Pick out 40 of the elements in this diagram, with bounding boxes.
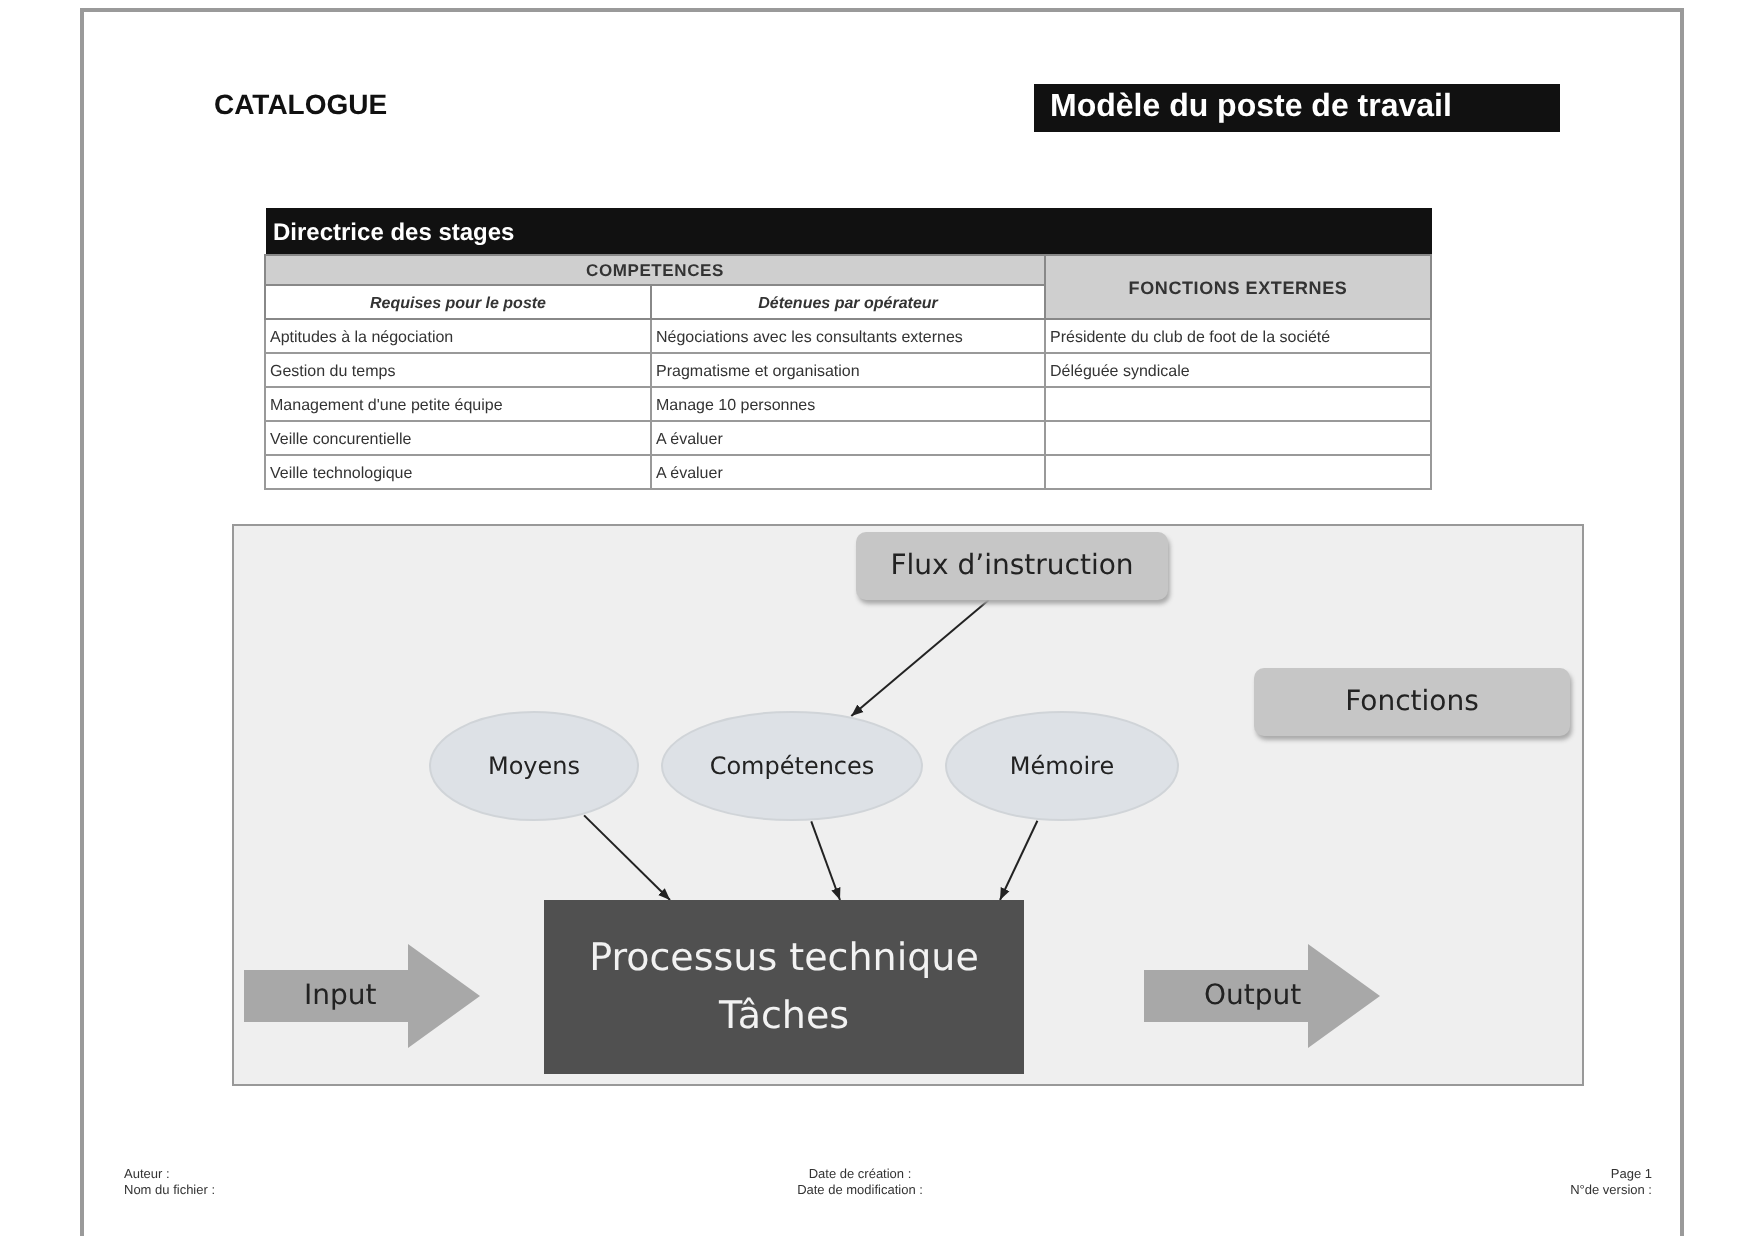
column-subheader: Détenues par opérateur	[651, 285, 1045, 319]
box-label: Fonctions	[1345, 686, 1479, 718]
table-cell: Manage 10 personnes	[651, 387, 1045, 421]
table-title: Directrice des stages	[265, 208, 1432, 255]
table-cell: Pragmatisme et organisation	[651, 353, 1045, 387]
ellipse-node	[660, 710, 924, 822]
rounded-box	[1254, 668, 1570, 736]
table-cell: Management d'une petite équipe	[265, 387, 651, 421]
block-arrow	[1144, 944, 1380, 1048]
table-cell: Gestion du temps	[265, 353, 651, 387]
ellipse-label: Compétences	[709, 752, 875, 780]
ellipse-label: Moyens	[487, 752, 581, 780]
table-cell: Veille technologique	[265, 455, 651, 489]
arrow	[999, 819, 1039, 901]
ellipse-node	[944, 710, 1180, 822]
column-header: COMPETENCES	[265, 255, 1045, 285]
table-cell: Veille concurentielle	[265, 421, 651, 455]
table-cell: A évaluer	[651, 455, 1045, 489]
block-arrow	[244, 944, 480, 1048]
table-cell: Négociations avec les consultants externes	[651, 319, 1045, 353]
arrow	[583, 814, 671, 901]
ellipse-node	[428, 710, 640, 822]
catalogue-heading: CATALOGUE	[214, 88, 388, 120]
process-label: Tâches	[718, 991, 850, 1041]
table-cell: Présidente du club de foot de la société	[1045, 319, 1432, 353]
box-label: Flux d’instruction	[890, 550, 1134, 582]
process-label: Processus technique	[589, 934, 979, 984]
arrow	[850, 599, 990, 717]
table-cell: Déléguée syndicale	[1045, 353, 1432, 387]
page-title: Modèle du poste de travail	[1034, 84, 1560, 132]
arrow-label: Input	[304, 980, 377, 1012]
table-cell: A évaluer	[651, 421, 1045, 455]
arrow-label: Output	[1204, 980, 1302, 1012]
column-subheader: Requises pour le poste	[265, 285, 651, 319]
ellipse-label: Mémoire	[1009, 752, 1115, 780]
process-box	[544, 900, 1024, 1074]
rounded-box	[856, 532, 1168, 600]
arrow	[810, 820, 841, 901]
table-cell: Aptitudes à la négociation	[265, 319, 651, 353]
column-header: FONCTIONS EXTERNES	[1045, 255, 1432, 319]
